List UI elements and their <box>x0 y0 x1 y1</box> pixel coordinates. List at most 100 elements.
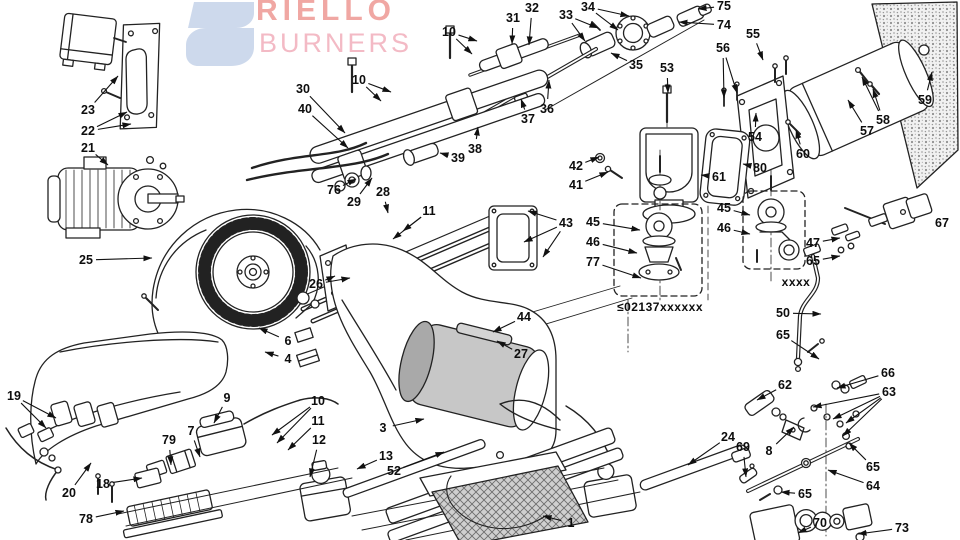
leader-line-24 <box>687 442 721 466</box>
leader-line-39 <box>439 152 450 159</box>
leader-line-63 <box>845 397 882 424</box>
pump-cylinder-illustration <box>781 39 934 160</box>
leader-line-13 <box>356 459 378 470</box>
brand-sub-wordmark: BURNERS <box>259 28 413 58</box>
leader-line-43 <box>523 226 558 243</box>
leader-line-58 <box>872 88 881 111</box>
leader-line-73 <box>857 528 893 536</box>
leader-line-65 <box>791 340 820 360</box>
leader-line-28 <box>383 201 389 214</box>
leader-line-79 <box>167 449 174 466</box>
leader-line-32 <box>526 17 533 46</box>
leader-line-19 <box>20 402 47 429</box>
leader-line-10 <box>271 406 311 436</box>
leader-line-77 <box>602 264 642 279</box>
leader-line-21 <box>95 154 109 166</box>
leader-line-64 <box>827 469 864 484</box>
leader-line-34 <box>595 12 619 31</box>
leader-line-26 <box>325 276 351 283</box>
leader-line-12 <box>309 449 318 478</box>
leader-line-10 <box>365 86 382 102</box>
leader-line-45 <box>602 223 641 232</box>
leader-line-65 <box>848 442 867 461</box>
leader-line-43 <box>527 210 557 221</box>
leader-line-61 <box>700 172 710 179</box>
leader-line-53 <box>664 77 671 94</box>
leader-line-22 <box>97 122 132 130</box>
leader-line-23 <box>94 75 119 103</box>
leader-line-75 <box>697 5 715 11</box>
leader-line-80 <box>742 163 753 169</box>
leader-line-43 <box>542 230 561 258</box>
burner-body-illustration <box>330 243 629 469</box>
leader-line-62 <box>756 389 777 401</box>
leader-line-74 <box>678 19 715 26</box>
leader-line-29 <box>359 177 373 195</box>
leader-line-50 <box>792 310 822 317</box>
leader-line-57 <box>847 99 863 123</box>
leader-line-56 <box>725 57 738 94</box>
leader-line-26 <box>325 275 336 283</box>
leader-line-33 <box>571 22 586 42</box>
leader-line-46 <box>602 243 638 254</box>
leader-line-45 <box>733 209 751 216</box>
leader-line-54 <box>752 112 759 128</box>
leader-line-69 <box>742 456 749 478</box>
riello-logo-mark <box>186 2 254 66</box>
leader-line-20 <box>74 462 92 486</box>
leader-line-76 <box>342 178 357 187</box>
leader-line-11 <box>392 216 422 240</box>
leader-line-63 <box>842 398 883 437</box>
leader-line-18 <box>112 476 143 484</box>
leader-line-40 <box>312 115 349 149</box>
leader-line-25 <box>95 255 153 262</box>
leader-line-10 <box>276 407 312 444</box>
leader-line-27 <box>496 340 513 350</box>
leader-line-36 <box>545 79 552 100</box>
leader-line-31 <box>509 27 516 45</box>
capacitor-bracket-illustration <box>59 12 161 130</box>
leader-line-44 <box>492 320 516 333</box>
leader-line-10 <box>455 38 473 55</box>
motor-illustration <box>47 155 185 239</box>
leader-line-1 <box>542 515 562 522</box>
leader-line-52 <box>403 451 445 468</box>
leader-line-65 <box>780 489 796 496</box>
leader-line-35 <box>610 52 628 62</box>
leader-line-19 <box>22 400 57 419</box>
leader-line-65 <box>822 254 841 261</box>
slide-frame-illustration <box>117 427 641 540</box>
fan-assembly-illustration <box>141 208 321 371</box>
leader-line-46 <box>733 229 751 235</box>
leader-line-30 <box>309 95 346 134</box>
leader-line-10 <box>368 82 392 93</box>
oil-pipe-illustration <box>793 243 825 373</box>
brand-wordmark: RIELLO <box>256 0 396 27</box>
leader-line-37 <box>520 98 527 110</box>
leader-line-58 <box>861 76 880 112</box>
leader-line-8 <box>775 426 795 445</box>
leader-line-41 <box>585 171 609 182</box>
valve-stack-new-series-illustration <box>742 169 806 283</box>
leader-line-38 <box>473 126 480 140</box>
leader-line-42 <box>585 156 600 163</box>
leader-line-22 <box>96 111 128 128</box>
bottom-right-coupler-illustration <box>749 503 873 540</box>
leader-line-59 <box>926 71 933 91</box>
valve-stack-old-series-illustration <box>613 149 709 303</box>
leader-line-9 <box>213 406 223 424</box>
leader-line-7 <box>193 440 201 458</box>
leader-line-55 <box>756 43 764 61</box>
leader-line-78 <box>95 509 125 518</box>
leader-line-66 <box>836 375 879 389</box>
leader-line-33 <box>575 18 599 29</box>
leader-line-47 <box>822 236 841 243</box>
leader-line-34 <box>597 8 630 18</box>
leader-line-6 <box>258 327 280 338</box>
leader-line-11 <box>287 427 312 451</box>
leader-line-63 <box>832 395 881 420</box>
leader-line-56 <box>720 57 727 99</box>
hood-illustration <box>5 331 229 501</box>
